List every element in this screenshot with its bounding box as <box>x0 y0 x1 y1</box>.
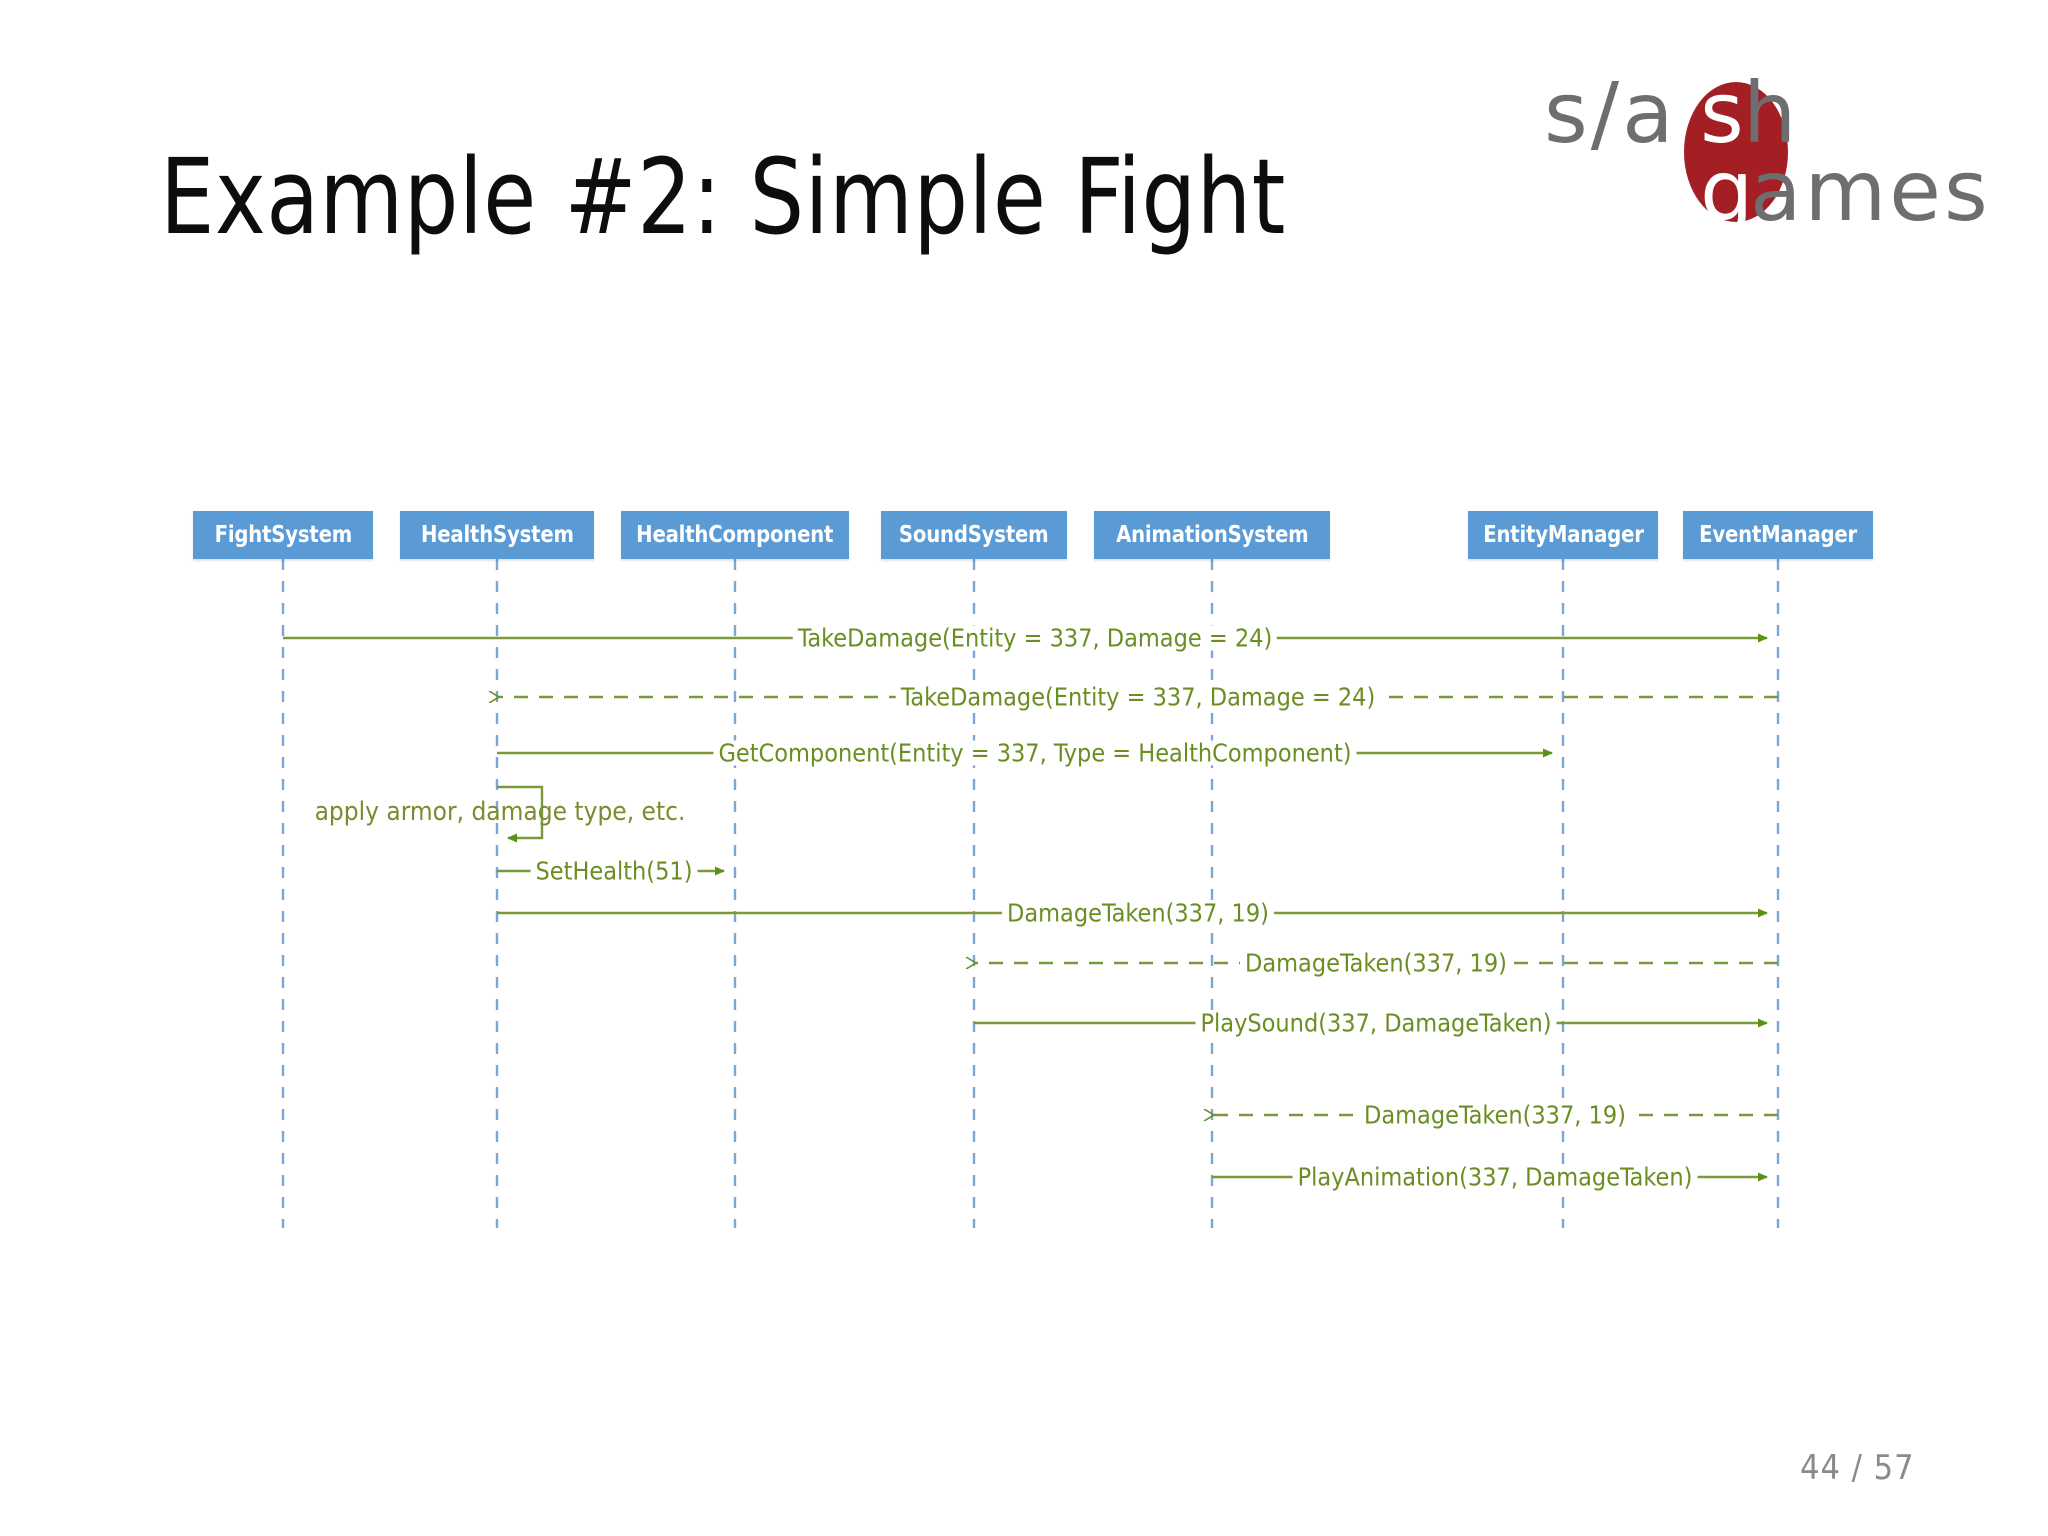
message-label-3: GetComponent(Entity = 337, Type = Health… <box>713 740 1357 766</box>
lifeline-header-soundsystem[interactable]: SoundSystem <box>881 511 1067 559</box>
page-number: 44 / 57 <box>1800 1448 1915 1488</box>
svg-text:ames: ames <box>1750 142 1991 236</box>
message-label-10: PlayAnimation(337, DamageTaken) <box>1292 1164 1698 1190</box>
message-label-2: TakeDamage(Entity = 337, Damage = 24) <box>895 684 1381 710</box>
message-label-5: SetHealth(51) <box>530 858 698 884</box>
lifeline-header-animationsystem[interactable]: AnimationSystem <box>1094 511 1330 559</box>
svg-text:s: s <box>1700 64 1747 162</box>
lifeline-header-fightsystem[interactable]: FightSystem <box>193 511 373 559</box>
message-label-1: TakeDamage(Entity = 337, Damage = 24) <box>792 625 1278 651</box>
lifeline-header-label: EventManager <box>1699 522 1857 548</box>
message-label-8: PlaySound(337, DamageTaken) <box>1195 1010 1557 1036</box>
svg-text:s/a: s/a <box>1544 64 1677 162</box>
lifeline-header-label: HealthComponent <box>636 522 834 548</box>
self-call-note-4: apply armor, damage type, etc. <box>314 797 686 827</box>
lifeline-header-label: EntityManager <box>1482 522 1644 548</box>
svg-text:h: h <box>1743 64 1799 162</box>
page-title: Example #2: Simple Fight <box>160 136 1286 258</box>
message-label-6: DamageTaken(337, 19) <box>1002 900 1274 926</box>
lifeline-header-entitymanager[interactable]: EntityManager <box>1468 511 1658 559</box>
message-label-9: DamageTaken(337, 19) <box>1359 1102 1631 1128</box>
message-label-7: DamageTaken(337, 19) <box>1240 950 1512 976</box>
lifeline-header-label: HealthSystem <box>420 522 574 548</box>
lifeline-header-label: SoundSystem <box>899 522 1049 548</box>
lifeline-header-eventmanager[interactable]: EventManager <box>1683 511 1873 559</box>
lifeline-header-healthcomponent[interactable]: HealthComponent <box>621 511 849 559</box>
lifeline-header-healthsystem[interactable]: HealthSystem <box>400 511 594 559</box>
slash-games-logo: s/a s h g ames <box>1528 58 2038 236</box>
lifeline-header-label: AnimationSystem <box>1115 522 1309 548</box>
svg-text:g: g <box>1700 142 1756 236</box>
lifeline-header-label: FightSystem <box>214 522 352 548</box>
logo-ellipse-mark <box>1684 82 1788 222</box>
